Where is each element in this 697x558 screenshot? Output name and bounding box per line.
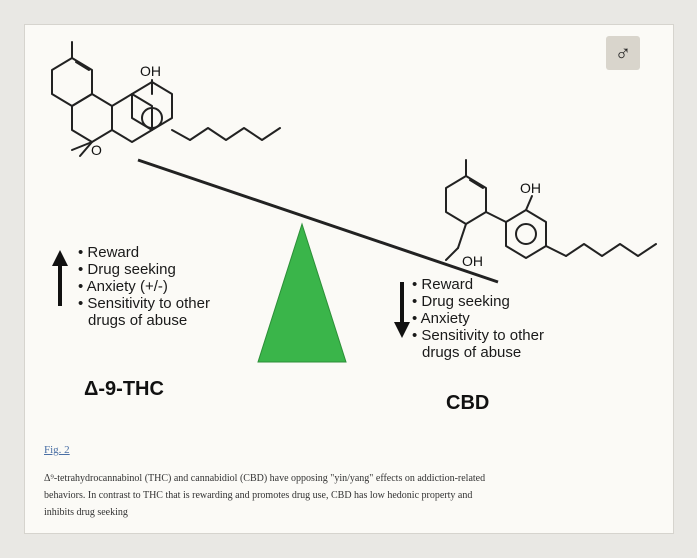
seesaw-beam	[137, 158, 499, 284]
fulcrum-triangle	[257, 222, 347, 363]
cbd-bullet-list: • Reward • Drug seeking • Anxiety • Sens…	[412, 276, 544, 361]
list-item: drugs of abuse	[88, 312, 188, 329]
caption-line: inhibits drug seeking	[44, 507, 128, 518]
list-item: drugs of abuse	[422, 344, 522, 361]
thc-title: Δ-9-THC	[84, 378, 164, 400]
cbd-molecule	[445, 159, 657, 261]
cbd-oh2-label: OH	[462, 253, 483, 269]
caption-line: Δ⁹-tetrahydrocannabinol (THC) and cannab…	[44, 473, 486, 484]
arrow-down-icon	[394, 282, 410, 338]
caption-line: behaviors. In contrast to THC that is re…	[44, 490, 473, 501]
list-item: • Drug seeking	[412, 293, 510, 310]
cbd-title: CBD	[446, 392, 490, 414]
logo-glyph: ♂	[614, 40, 632, 65]
arrow-up-icon	[52, 250, 68, 306]
list-item: • Anxiety (+/-)	[78, 278, 168, 295]
thc-bullet-list: • Reward • Drug seeking • Anxiety (+/-) …	[78, 244, 210, 329]
thc-ring-o-label: O	[91, 142, 102, 158]
list-item: • Drug seeking	[78, 261, 176, 278]
figure-link[interactable]: Fig. 2	[44, 444, 70, 456]
list-item: • Sensitivity to other	[412, 327, 544, 344]
list-item: • Reward	[78, 244, 140, 261]
male-symbol-icon: ♂	[606, 36, 640, 70]
list-item: • Reward	[412, 276, 474, 293]
thc-oh-label: OH	[140, 63, 161, 79]
list-item: • Anxiety	[412, 310, 470, 327]
list-item: • Sensitivity to other	[78, 295, 210, 312]
figure-caption: Δ⁹-tetrahydrocannabinol (THC) and cannab…	[44, 470, 664, 521]
thc-molecule	[51, 41, 281, 157]
cbd-oh-label: OH	[520, 180, 541, 196]
